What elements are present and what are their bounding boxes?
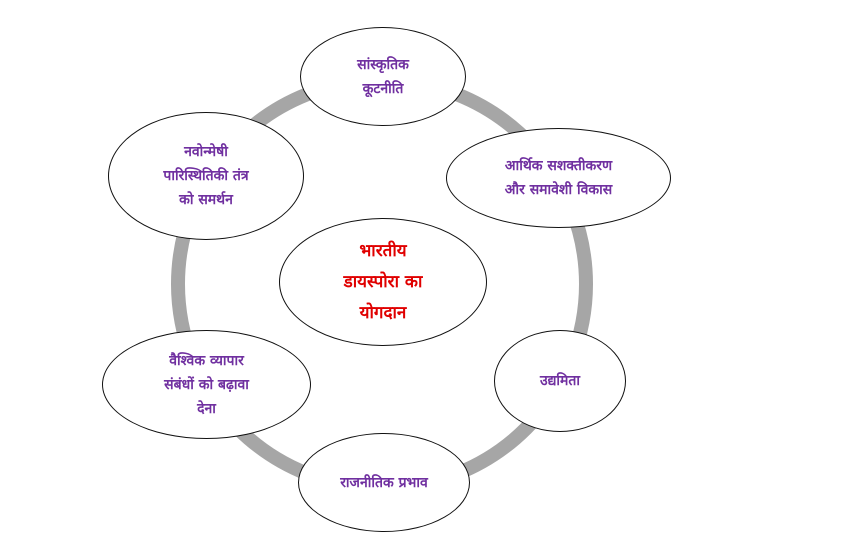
node-economic-empowerment: आर्थिक सशक्तीकरण और समावेशी विकास xyxy=(446,128,671,228)
node-cultural-diplomacy: सांस्कृतिक कूटनीति xyxy=(300,27,466,126)
node-economic-empowerment-line-1: आर्थिक सशक्तीकरण xyxy=(504,158,613,174)
node-political-influence-line-1: राजनीतिक प्रभाव xyxy=(340,474,428,491)
center-title-line-3: योगदान xyxy=(359,302,407,323)
node-entrepreneurship: उद्यमिता xyxy=(494,330,626,432)
node-global-trade-line-1: वैश्विक व्यापार xyxy=(169,352,244,369)
node-innovation-ecosystem-line-2: पारिस्थितिकी तंत्र xyxy=(163,168,249,184)
center-title-line-2: डायस्पोरा का xyxy=(343,271,423,292)
node-innovation-ecosystem: नवोन्मेषी पारिस्थितिकी तंत्र को समर्थन xyxy=(108,112,304,240)
center-title-line-1: भारतीय xyxy=(359,240,407,261)
node-global-trade: वैश्विक व्यापार संबंधों को बढ़ावा देना xyxy=(102,330,311,439)
node-political-influence: राजनीतिक प्रभाव xyxy=(298,433,470,532)
node-global-trade-line-3: देना xyxy=(197,400,216,417)
node-economic-empowerment-line-2: और समावेशी विकास xyxy=(504,182,613,198)
node-innovation-ecosystem-line-3: को समर्थन xyxy=(179,192,233,208)
node-cultural-diplomacy-line-2: कूटनीति xyxy=(362,80,404,97)
node-cultural-diplomacy-line-1: सांस्कृतिक xyxy=(357,56,409,73)
node-entrepreneurship-line-1: उद्यमिता xyxy=(539,373,581,389)
node-global-trade-line-2: संबंधों को बढ़ावा xyxy=(164,376,249,393)
center-node: भारतीय डायस्पोरा का योगदान xyxy=(279,218,487,346)
node-innovation-ecosystem-line-1: नवोन्मेषी xyxy=(184,144,228,160)
